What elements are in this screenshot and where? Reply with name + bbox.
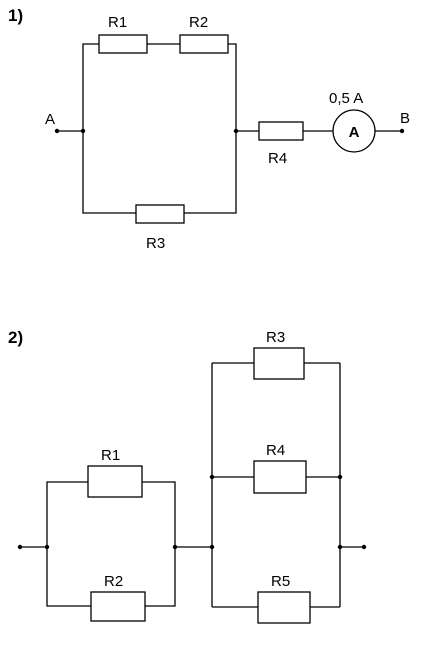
- label-node-a: A: [45, 111, 55, 128]
- resistor-r4: [253, 460, 307, 494]
- resistor-r5: [257, 591, 311, 624]
- label-r1: R1: [101, 447, 120, 464]
- circuit-1-number: 1): [8, 6, 23, 25]
- resistor-r2: [179, 34, 229, 54]
- label-r1: R1: [108, 14, 127, 31]
- terminal-output: [361, 544, 367, 550]
- label-ammeter-reading: 0,5 A: [329, 90, 363, 107]
- wire-bottom-right: [184, 131, 237, 214]
- circuit-1: 1) A R1 R2 R3 R4 A B 0,5 A: [8, 6, 410, 252]
- circuit-2: 2) R1 R2 R3 R4: [8, 328, 367, 624]
- junction-r4-right: [337, 474, 343, 480]
- circuit-2-number: 2): [8, 328, 23, 347]
- label-r3: R3: [146, 235, 165, 252]
- label-r2: R2: [189, 14, 208, 31]
- terminal-b: [399, 128, 405, 134]
- ammeter-icon: [332, 109, 376, 153]
- wire-bottom-left: [82, 131, 136, 214]
- junction-r4-left: [209, 474, 215, 480]
- label-r4: R4: [268, 150, 287, 167]
- terminal-a: [54, 128, 60, 134]
- wire-top-left: [82, 43, 99, 131]
- wire-r1-left: [46, 481, 88, 547]
- resistor-r1: [98, 34, 148, 54]
- label-r2: R2: [104, 573, 123, 590]
- resistor-r3: [253, 347, 305, 380]
- label-r5: R5: [271, 573, 290, 590]
- junction-right-block-in: [209, 544, 215, 550]
- wire-r2-left: [46, 547, 91, 607]
- terminal-input: [17, 544, 23, 550]
- wire-top-right: [228, 43, 237, 131]
- resistor-r1: [87, 465, 143, 498]
- junction-right-block-out: [337, 544, 343, 550]
- resistor-r2: [90, 591, 146, 622]
- wire-r1-right: [142, 481, 176, 547]
- junction-left-block: [44, 544, 50, 550]
- resistor-r3: [135, 204, 185, 224]
- wire-r2-right: [145, 547, 176, 607]
- resistor-r4: [258, 121, 304, 141]
- label-r4: R4: [266, 442, 285, 459]
- junction-right: [233, 128, 239, 134]
- label-r3: R3: [266, 329, 285, 346]
- ammeter-symbol: A: [349, 124, 360, 141]
- junction-left: [80, 128, 86, 134]
- junction-left-block-out: [172, 544, 178, 550]
- label-node-b: B: [400, 110, 410, 127]
